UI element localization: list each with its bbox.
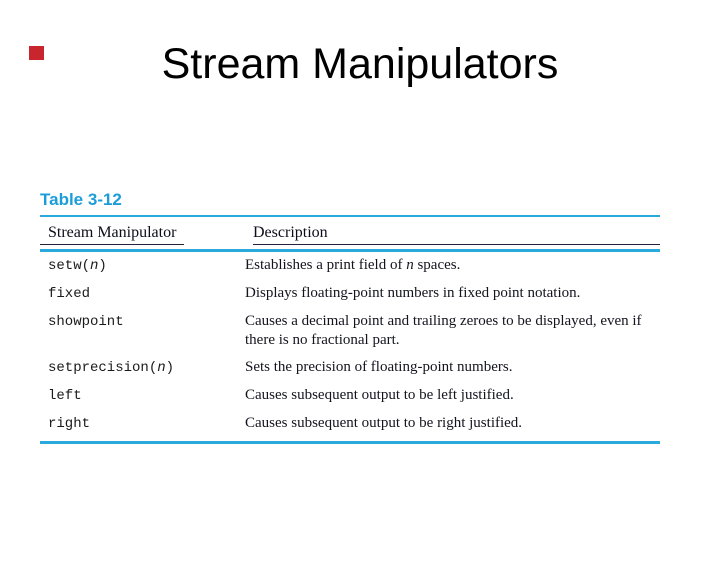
description-cell: Sets the precision of floating-point num… [245,354,660,382]
table-caption: Table 3-12 [40,190,122,209]
header-row: Stream Manipulator Description [40,217,660,252]
table-row-setprecision: setprecision(n) Sets the precision of fl… [40,354,660,382]
table-row-showpoint: showpoint Causes a decimal point and tra… [40,308,660,354]
description-cell: Causes a decimal point and trailing zero… [245,308,660,354]
column-header-label: Description [253,224,660,245]
description-text: Causes a decimal point and trailing zero… [245,313,642,348]
table-row-fixed: fixed Displays floating-point numbers in… [40,280,660,308]
description-cell: Causes subsequent output to be right jus… [245,410,660,444]
description-text: Displays floating-point numbers in fixed… [245,285,581,301]
manipulator-text: setprecision( [48,360,158,376]
table-row-left: left Causes subsequent output to be left… [40,382,660,410]
description-text: Causes subsequent output to be right jus… [245,415,523,431]
slide-title: Stream Manipulators [161,40,559,88]
manipulator-cell: right [40,410,245,444]
manipulator-text: setw( [48,258,91,274]
manipulator-cell: left [40,382,245,410]
description-cell: Causes subsequent output to be left just… [245,382,660,410]
red-square-decoration [29,46,44,60]
table-row-setw: setw(n) Establishes a print field of n s… [40,251,660,281]
manipulator-text: fixed [48,286,91,302]
caption-rule [40,215,660,217]
description-arg: n [406,257,414,273]
description-text: Establishes a print field of [245,257,407,273]
manipulator-cell: setprecision(n) [40,354,245,382]
slide-canvas: { "slide": { "title": "Stream Manipulato… [0,40,720,580]
column-header-description: Description [245,217,660,252]
manipulator-cell: fixed [40,280,245,308]
table-row-right: right Causes subsequent output to be rig… [40,410,660,444]
stream-manipulators-table: Stream Manipulator Description setw(n) E… [40,217,660,444]
manipulator-text: left [48,388,82,404]
table-container: Table 3-12 Stream Manipulator Descriptio… [40,190,660,444]
column-header-stream-manipulator: Stream Manipulator [40,217,245,252]
manipulator-text-suffix: ) [165,360,175,376]
description-text: Causes subsequent output to be left just… [245,387,514,403]
manipulator-cell: setw(n) [40,251,245,281]
table-header: Stream Manipulator Description [40,217,660,252]
manipulator-text: right [48,416,91,432]
table-body: setw(n) Establishes a print field of n s… [40,251,660,444]
manipulator-arg: n [90,258,99,274]
column-header-label: Stream Manipulator [40,224,185,245]
description-cell: Displays floating-point numbers in fixed… [245,280,660,308]
manipulator-arg: n [157,360,166,376]
manipulator-text: showpoint [48,314,124,330]
description-text-suffix: spaces. [413,257,461,273]
manipulator-text-suffix: ) [98,258,107,274]
description-text: Sets the precision of floating-point num… [245,359,513,375]
manipulator-cell: showpoint [40,308,245,354]
description-cell: Establishes a print field of n spaces. [245,251,660,281]
